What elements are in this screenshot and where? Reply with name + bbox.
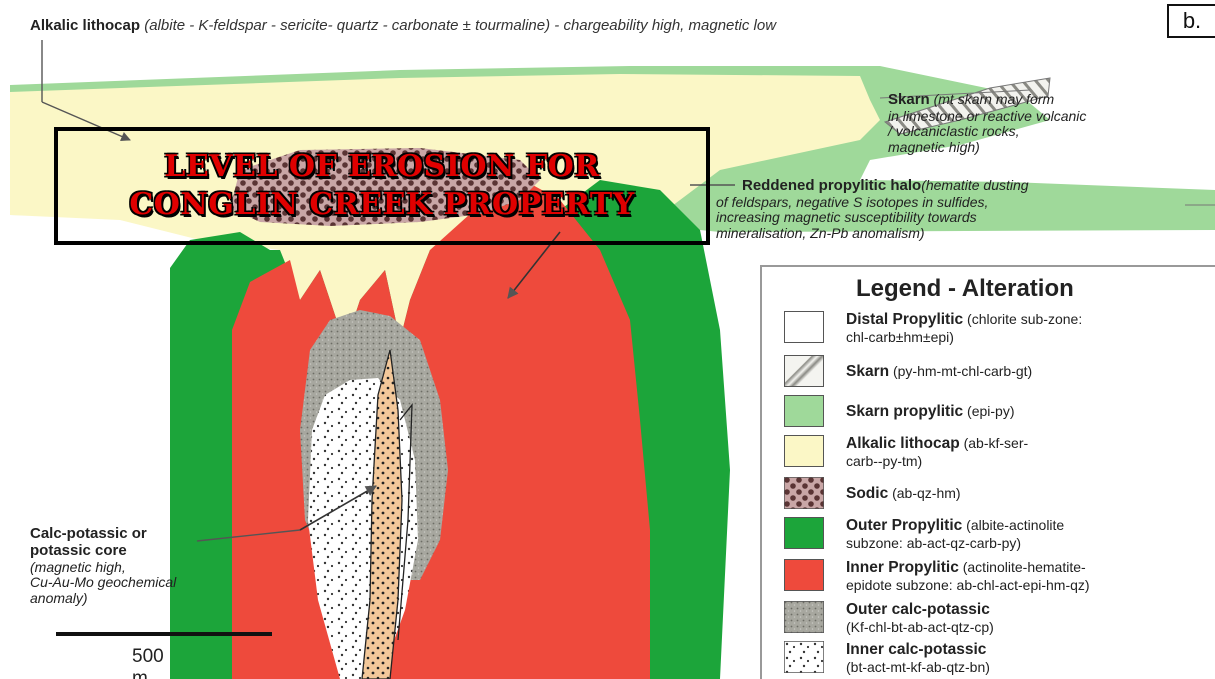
skarn-annotation: Skarn (mt skarn may form in limestone or… [888, 92, 1086, 156]
skarn-annotation-line-3: / volcaniclastic rocks, [888, 123, 1019, 139]
legend-swatch-alkalic-lithocap [784, 435, 824, 467]
legend-text-inner-propylitic: Inner Propylitic (actinolite-hematite-ep… [846, 559, 1090, 593]
skarn-annotation-title: Skarn [888, 91, 930, 108]
legend-title: Legend - Alteration [856, 275, 1074, 303]
skarn-annotation-line-4: magnetic high) [888, 139, 980, 155]
reddened-halo-annotation: Reddened propylitic halo(hematite dustin… [742, 178, 1029, 242]
lithocap-geophysics: - chargeability high, magnetic low [554, 17, 776, 34]
reddened-halo-title: Reddened propylitic halo [742, 177, 921, 194]
legend-swatch-skarn-propylitic [784, 395, 824, 427]
legend-text-sodic: Sodic (ab-qz-hm) [846, 485, 961, 503]
scale-bar-label: 500 m [132, 646, 164, 679]
reddened-halo-line-2: increasing magnetic susceptibility towar… [716, 209, 977, 225]
core-annotation-title-2: potassic core [30, 542, 127, 559]
core-annotation-line-1: (magnetic high, [30, 559, 126, 575]
legend-swatch-inner-propylitic [784, 559, 824, 591]
panel-label: b. [1167, 4, 1215, 38]
lithocap-title: Alkalic lithocap [30, 17, 140, 34]
legend-text-outer-calc-potassic: Outer calc-potassic(Kf-chl-bt-ab-act-qtz… [846, 601, 994, 635]
legend-text-alkalic-lithocap: Alkalic lithocap (ab-kf-ser-carb--py-tm) [846, 435, 1028, 469]
lithocap-mineralogy: (albite - K-feldspar - sericite- quartz … [144, 17, 550, 34]
legend-swatch-sodic [784, 477, 824, 509]
scale-bar-line [56, 632, 272, 636]
erosion-level-box: LEVEL OF EROSION FOR CONGLIN CREEK PROPE… [54, 127, 710, 245]
skarn-annotation-line-1: (mt skarn may form [934, 91, 1055, 107]
core-annotation-line-3: anomaly) [30, 590, 88, 606]
legend-swatch-distal-propylitic [784, 311, 824, 343]
erosion-level-line-1: LEVEL OF EROSION FOR [164, 148, 600, 186]
legend-text-inner-calc-potassic: Inner calc-potassic(bt-act-mt-kf-ab-qtz-… [846, 641, 990, 675]
alteration-legend: Legend - Alteration Distal Propylitic (c… [760, 265, 1215, 679]
legend-swatch-outer-propylitic [784, 517, 824, 549]
legend-text-skarn-propylitic: Skarn propylitic (epi-py) [846, 403, 1015, 421]
legend-text-skarn: Skarn (py-hm-mt-chl-carb-gt) [846, 363, 1032, 381]
core-annotation-line-2: Cu-Au-Mo geochemical [30, 574, 176, 590]
legend-swatch-inner-calc-potassic [784, 641, 824, 673]
skarn-annotation-line-2: in limestone or reactive volcanic [888, 108, 1086, 124]
legend-text-distal-propylitic: Distal Propylitic (chlorite sub-zone:chl… [846, 311, 1082, 345]
reddened-halo-line-3: mineralisation, Zn-Pb anomalism) [716, 225, 925, 241]
reddened-halo-line-0: (hematite dusting [921, 177, 1028, 193]
erosion-level-line-2: CONGLIN CREEK PROPERTY [129, 186, 634, 224]
reddened-halo-line-1: of feldspars, negative S isotopes in sul… [716, 194, 988, 210]
lithocap-header-text: Alkalic lithocap (albite - K-feldspar - … [30, 18, 776, 35]
legend-swatch-outer-calc-potassic [784, 601, 824, 633]
legend-swatch-skarn [784, 355, 824, 387]
core-annotation: Calc-potassic or potassic core (magnetic… [30, 526, 176, 607]
core-annotation-title-1: Calc-potassic or [30, 525, 147, 542]
